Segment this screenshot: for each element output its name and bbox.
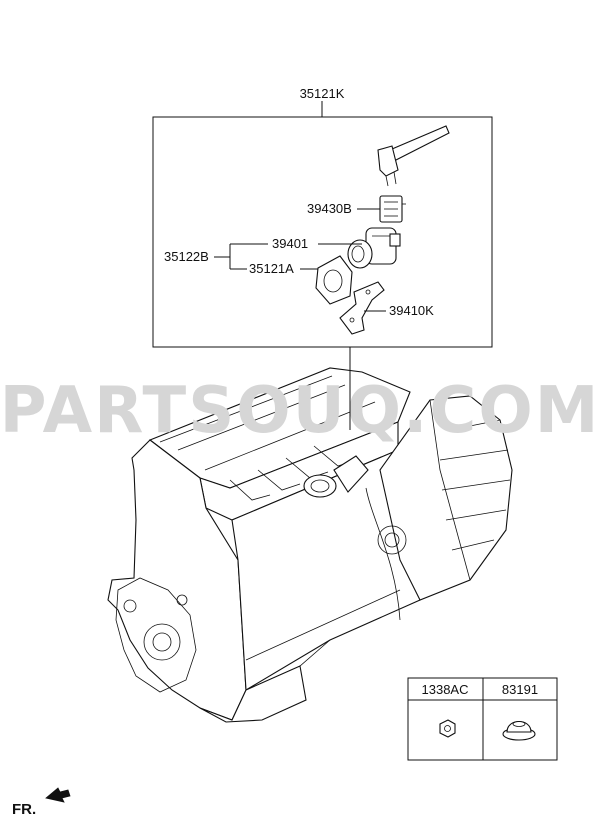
- callout-box: 35121K 39430B 39401 35122B 35121A 39410K: [152, 86, 493, 430]
- label-39430B: 39430B: [307, 201, 352, 216]
- label-35121K: 35121K: [300, 86, 345, 101]
- label-35121A: 35121A: [249, 261, 294, 276]
- hardware-header-83191: 83191: [502, 682, 538, 697]
- engine-assembly-drawing: [107, 367, 513, 723]
- direction-label: FR.: [12, 801, 36, 818]
- label-39410K: 39410K: [389, 303, 434, 318]
- watermark: PARTSOUQ.COM: [0, 374, 600, 448]
- label-35122B: 35122B: [164, 249, 209, 264]
- nut-icon: [439, 719, 456, 738]
- arrow-icon: [45, 787, 71, 803]
- label-39401: 39401: [272, 236, 308, 251]
- grommet-icon: [502, 720, 536, 741]
- hardware-table: 1338AC 83191: [407, 677, 558, 761]
- front-direction-indicator: FR.: [12, 787, 71, 818]
- hardware-header-1338AC: 1338AC: [422, 682, 469, 697]
